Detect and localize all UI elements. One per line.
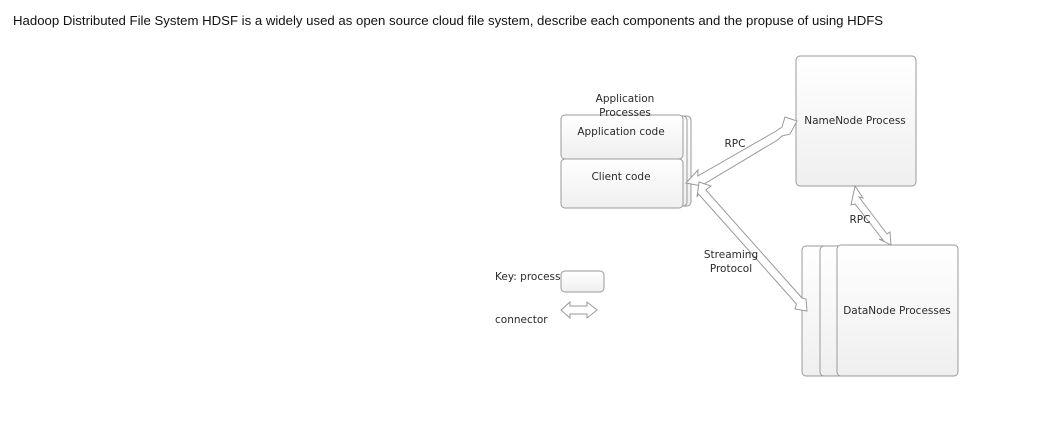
streaming-label-2: Protocol [710,263,752,275]
client-code-box [560,158,684,209]
namenode-label: NameNode Process [804,115,906,127]
question-text: Hadoop Distributed File System HDSF is a… [13,13,884,28]
rpc-connector-datanode [850,184,892,246]
datanode-stack [801,244,959,377]
streaming-connector-datanode [696,181,808,312]
datanode-box [836,244,959,377]
key-process-label: Key: process [495,271,561,283]
key-process-swatch [560,270,605,293]
key-connector-label: connector [495,314,548,326]
rpc-connector-namenode [685,116,798,188]
rpc-label-right: RPC [850,214,871,226]
client-code-label: Client code [591,171,650,183]
application-processes-label: Application [596,93,655,105]
application-processes-label-2: Processes [599,107,651,119]
key-connector-swatch [560,300,598,320]
rpc-label-top: RPC [725,138,746,150]
application-code-label: Application code [577,126,664,138]
application-processes-group [560,114,692,209]
datanode-label: DataNode Processes [843,305,951,317]
streaming-label-1: Streaming [704,249,758,261]
